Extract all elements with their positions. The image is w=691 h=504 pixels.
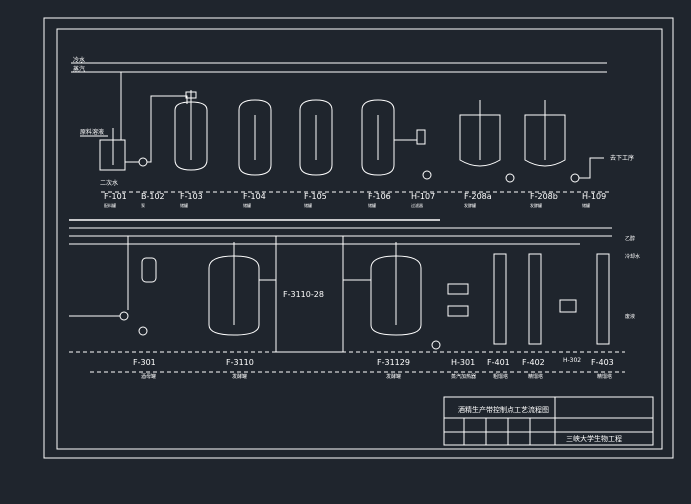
f403-column: [596, 253, 610, 345]
sub-f105: 储罐: [304, 202, 312, 208]
tag-h109: H-109: [582, 192, 606, 201]
sub-f402: 精馏塔: [528, 373, 543, 380]
h301-heater-1: [447, 283, 469, 295]
f301-pump-2: [138, 326, 148, 336]
h107-filter: [416, 129, 426, 145]
sub-f106: 储罐: [368, 202, 376, 208]
h301-heater-2: [447, 305, 469, 317]
sub-f104: 储罐: [243, 202, 251, 208]
tag-h302: H-302: [563, 357, 581, 364]
sub-f208b: 发酵罐: [530, 202, 542, 208]
water-label: 二次水: [100, 179, 118, 187]
sub-f103: 储罐: [180, 202, 188, 208]
tag-f31129: F-31129: [377, 358, 410, 367]
f402-column: [528, 253, 542, 345]
f401-column: [493, 253, 507, 345]
feed-label: 原料溶液: [80, 128, 104, 136]
tag-b102: B-102: [141, 192, 165, 201]
f208b-tank: [524, 114, 566, 167]
tag-f101: F-101: [104, 192, 127, 201]
tag-f103: F-103: [180, 192, 203, 201]
f104-tank: [238, 99, 272, 176]
sub-f31129: 发酵罐: [386, 373, 401, 380]
title-block-title: 酒精生产带控制点工艺流程图: [458, 405, 549, 414]
utility-label-2: 蒸汽: [73, 65, 85, 73]
f208b-pump: [570, 173, 580, 183]
pipe-102-103: [147, 95, 188, 163]
f31129-tank: [370, 255, 422, 336]
f106-tank: [361, 99, 395, 176]
tag-f208b: F-208b: [530, 192, 558, 201]
f208a-pump: [505, 173, 515, 183]
b102-pump: [138, 157, 148, 167]
sub-h107: 过滤器: [411, 202, 423, 208]
pipe-208b-out: [579, 157, 604, 179]
h107-pump: [422, 170, 432, 180]
sub-f3110: 发酵罐: [232, 373, 247, 380]
sub-f101: 配料罐: [104, 202, 116, 208]
tag-f3110: F-3110: [226, 358, 254, 367]
tag-h107: H-107: [411, 192, 435, 201]
center-box-label: F-3110-28: [283, 290, 324, 299]
right-label-2: 冷却水: [625, 253, 640, 260]
sub-f301: 酒母罐: [141, 373, 156, 380]
outlet-label: 去下工序: [610, 154, 634, 162]
sub-h301: 蒸汽加热器: [451, 373, 476, 380]
f103-motor: [185, 91, 197, 99]
h301-pump: [431, 340, 441, 350]
utility-label-1: 冷水: [73, 56, 85, 64]
f3110-tank: [208, 255, 260, 336]
tag-f401: F-401: [487, 358, 510, 367]
f208a-tank: [459, 114, 501, 167]
tag-f105: F-105: [304, 192, 327, 201]
outer-frame: [43, 17, 674, 459]
f103-tank: [174, 101, 208, 171]
f105-tank: [299, 99, 333, 176]
right-label-1: 乙醇: [625, 235, 635, 242]
tag-f106: F-106: [368, 192, 391, 201]
tag-h301: H-301: [451, 358, 475, 367]
h302-exchanger: [559, 299, 577, 313]
sub-f403: 精馏塔: [597, 373, 612, 380]
f301-tank: [141, 257, 157, 283]
title-block-org: 三峡大学生物工程: [566, 434, 622, 443]
sub-h109: 储罐: [582, 202, 590, 208]
tag-f301: F-301: [133, 358, 156, 367]
tag-f403: F-403: [591, 358, 614, 367]
title-block: [443, 396, 654, 446]
inner-frame: [56, 28, 663, 450]
tag-f104: F-104: [243, 192, 266, 201]
tag-f208a: F-208a: [464, 192, 492, 201]
f301-pump: [119, 311, 129, 321]
right-label-3: 废液: [625, 313, 635, 320]
sub-b102: 泵: [141, 203, 145, 208]
tag-f402: F-402: [522, 358, 545, 367]
sub-f401: 粗馏塔: [493, 373, 508, 380]
sub-f208a: 发酵罐: [464, 202, 476, 208]
